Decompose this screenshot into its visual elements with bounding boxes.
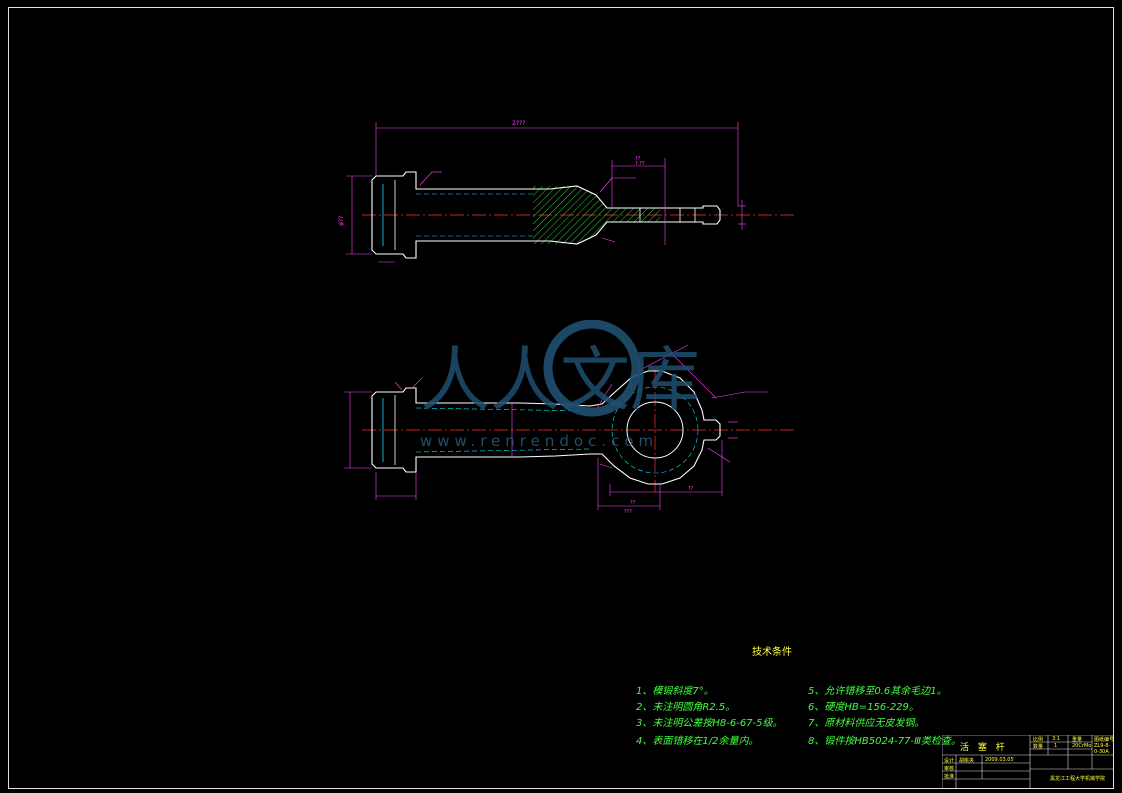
eye-hole xyxy=(626,401,684,459)
dim-right-b: ?.?? xyxy=(635,161,645,167)
tech-req-item: 8、锻件按HB5024-77-Ⅲ类检查。 xyxy=(808,736,962,747)
drawing-no: ZL9-8-0-30A xyxy=(1094,743,1111,755)
design-date: 2009.03.05 xyxy=(985,757,1014,763)
watermark-logo: 人人文库 xyxy=(420,320,700,421)
designer-name: 胡桃夹 xyxy=(959,758,975,764)
part-name: 活 塞 杆 xyxy=(960,743,1008,753)
title-block: 活 塞 杆 比例 3:1 重量 图纸编号 数量 1 20CrMo ZL9-8-0… xyxy=(942,735,1114,789)
tech-req-item: 7、原材料供应无皮发钢。 xyxy=(808,718,925,729)
front-view: ?? ??? ?? xyxy=(344,344,797,515)
drawing-no-label: 图纸编号 xyxy=(1094,737,1115,743)
dim-left-height: φ?? xyxy=(338,216,345,226)
top-view: 2??? ?? ?.?? φ?? xyxy=(338,120,797,263)
tech-req-item: 2、未注明圆角R2.5。 xyxy=(636,702,736,713)
dim-right-a: ?? xyxy=(635,156,641,162)
dim-bottom-c: ?? xyxy=(688,486,694,492)
tech-req-item: 6、硬度HB=156-229。 xyxy=(808,702,919,713)
qty-value: 1 xyxy=(1054,743,1058,749)
section-hatch xyxy=(533,186,660,244)
watermark-logo-text: 人人文库 xyxy=(420,339,700,421)
tech-req-item: 4、表面错移在1/2余量内。 xyxy=(636,736,759,747)
watermark-url: www.renrendoc.com xyxy=(420,432,659,450)
drawing-border xyxy=(8,7,1114,789)
material-value: 20CrMo xyxy=(1072,743,1092,749)
dim-bottom-a: ?? xyxy=(630,500,636,506)
weight-label: 重量 xyxy=(1072,737,1083,743)
school-name: 黑龙江工程大学机械学院 xyxy=(1050,776,1106,782)
tech-req-title: 技术条件 xyxy=(752,647,792,658)
dim-bottom-b: ??? xyxy=(624,509,632,515)
scale-label: 比例 xyxy=(1033,737,1044,743)
tech-req-item: 3、未注明公差按H8-6-67-5级。 xyxy=(636,718,783,729)
approve-label: 批准 xyxy=(944,774,955,780)
tech-req-item: 5、允许错移至0.6其余毛边1。 xyxy=(808,686,947,697)
designer-label: 设计 xyxy=(944,758,955,764)
scale-value: 3:1 xyxy=(1052,736,1061,742)
dim-overall-length: 2??? xyxy=(512,120,525,127)
tech-req-item: 1、模锻斜度7°。 xyxy=(636,686,714,697)
material-label: 数量 xyxy=(1033,744,1044,750)
check-label: 审核 xyxy=(944,766,955,772)
top-part-outline xyxy=(371,171,721,259)
